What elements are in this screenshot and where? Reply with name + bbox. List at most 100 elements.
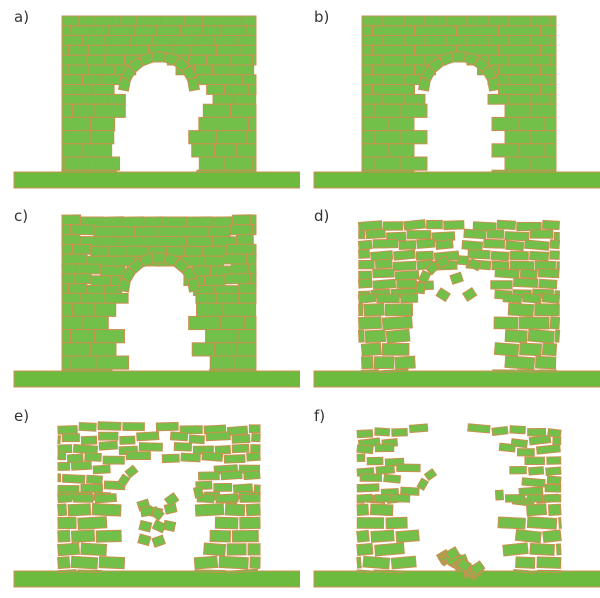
masonry-block [90, 369, 112, 371]
masonry-block [492, 144, 518, 157]
masonry-block [210, 356, 234, 369]
panel-label: a) [14, 8, 29, 26]
masonry-block [375, 104, 401, 117]
masonry-block [96, 157, 120, 170]
panel-a: a) [0, 0, 300, 199]
masonry-block [551, 94, 556, 104]
masonry-block [246, 131, 256, 144]
masonry-block [360, 474, 381, 481]
masonry-block [185, 16, 202, 26]
masonry-block [62, 94, 85, 104]
masonry-block [427, 220, 443, 228]
masonry-block [404, 16, 425, 26]
masonry-block [92, 85, 114, 95]
masonry-block [58, 494, 72, 503]
masonry-block [81, 484, 103, 492]
masonry-block [62, 274, 74, 284]
masonry-block [230, 225, 253, 235]
masonry-block [376, 466, 395, 475]
masonry-block [242, 16, 256, 26]
masonry-block [375, 131, 401, 144]
masonry-block [252, 244, 256, 254]
masonry-block [393, 494, 409, 502]
masonry-block [62, 65, 68, 75]
masonry-block [361, 343, 381, 356]
masonry-block [163, 217, 187, 227]
fallen-block [152, 520, 166, 533]
masonry-block [180, 26, 203, 36]
masonry-block [62, 55, 86, 65]
masonry-block [96, 530, 121, 542]
masonry-block [394, 250, 416, 260]
masonry-block [203, 104, 230, 117]
masonry-block [425, 36, 446, 46]
masonry-block [236, 234, 253, 244]
wall-drawing [0, 0, 300, 199]
masonry-block [509, 16, 530, 26]
masonry-block [409, 424, 427, 433]
masonry-block [224, 455, 245, 464]
masonry-block [388, 170, 414, 172]
masonry-block [244, 471, 260, 480]
masonry-block [375, 157, 401, 170]
masonry-block [530, 251, 549, 260]
masonry-block [87, 170, 117, 172]
masonry-block [62, 45, 69, 55]
masonry-block [362, 157, 375, 170]
masonry-block [362, 65, 373, 75]
masonry-block [126, 45, 149, 55]
masonry-block [210, 530, 230, 542]
masonry-block [550, 317, 559, 329]
masonry-block [545, 484, 561, 492]
masonry-block [217, 131, 246, 144]
masonry-block [225, 85, 249, 95]
masonry-block [212, 65, 231, 75]
masonry-block [58, 570, 76, 573]
masonry-block [174, 36, 196, 46]
masonry-block [156, 422, 178, 430]
fallen-block [463, 288, 477, 302]
masonry-block [555, 330, 560, 342]
fallen-block [139, 521, 152, 532]
wall-drawing [0, 199, 300, 398]
voussoir-block [424, 469, 436, 481]
masonry-block [362, 117, 388, 130]
masonry-block [68, 504, 91, 516]
masonry-block [542, 220, 559, 229]
voussoir-block [153, 52, 165, 62]
masonry-block [99, 441, 117, 450]
masonry-block [425, 16, 446, 26]
masonry-block [362, 85, 373, 95]
voussoir-block [188, 279, 200, 292]
masonry-block [195, 503, 223, 516]
masonry-block [499, 45, 520, 55]
masonry-block [551, 16, 556, 26]
masonry-block [215, 517, 238, 529]
masonry-block [362, 26, 373, 36]
masonry-block [358, 293, 375, 303]
masonry-block [374, 570, 404, 573]
masonry-block [388, 117, 414, 130]
masonry-block [214, 144, 236, 157]
masonry-block [415, 45, 436, 55]
masonry-block [436, 240, 453, 250]
masonry-block [78, 16, 95, 26]
ground-slab [14, 571, 300, 587]
masonry-block [95, 104, 125, 117]
masonry-block [365, 330, 385, 343]
masonry-block [248, 544, 260, 555]
masonry-block [506, 241, 524, 251]
wall-drawing [300, 399, 600, 598]
voussoir-block [457, 256, 468, 265]
masonry-block [252, 157, 256, 170]
masonry-block [109, 26, 135, 36]
masonry-block [542, 343, 556, 356]
masonry-block [246, 504, 260, 516]
masonry-block [231, 104, 256, 117]
masonry-block [71, 530, 94, 543]
masonry-block [85, 94, 107, 104]
masonry-block [529, 467, 544, 475]
masonry-block [550, 251, 560, 260]
masonry-block [225, 274, 250, 284]
masonry-block [362, 75, 383, 85]
